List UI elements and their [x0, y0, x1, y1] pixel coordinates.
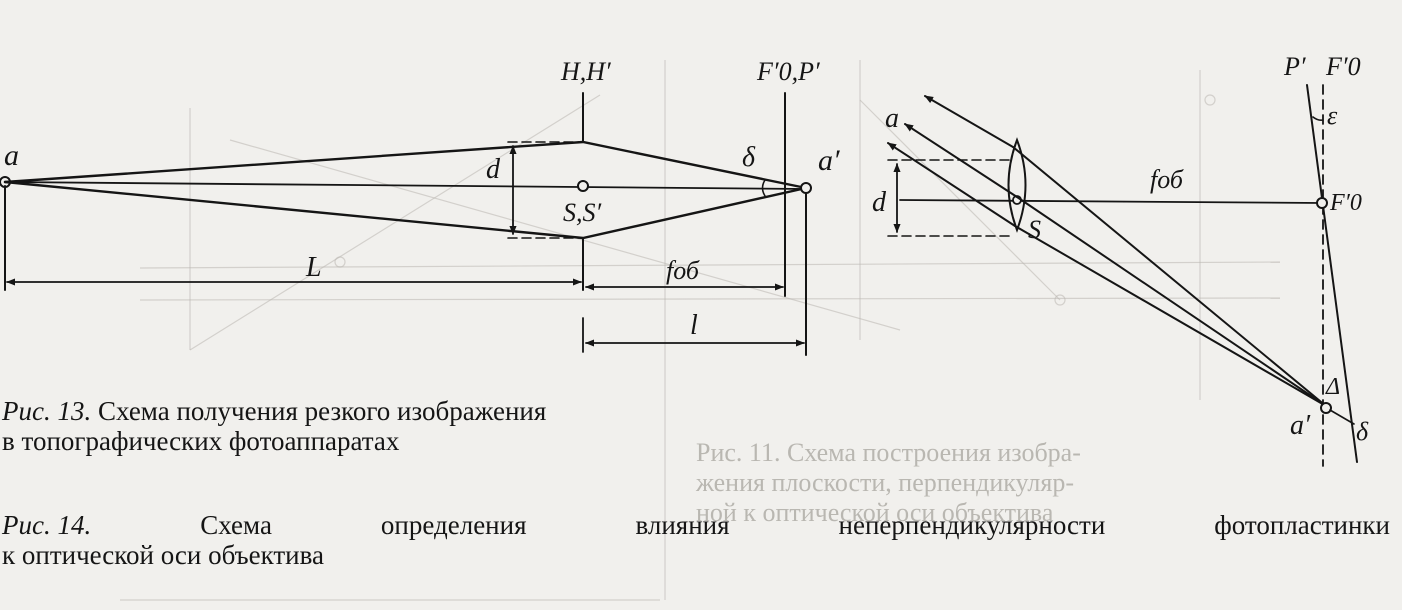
- caption-figure-14: Рис. 14. Схема определения влияния непер…: [2, 510, 1390, 570]
- figure-14: a d S fоб P′ F′0 ε F′0 Δ a′ δ: [872, 52, 1369, 467]
- label-HH: H,H′: [560, 57, 611, 86]
- optical-axis-14: [899, 199, 1323, 204]
- label-d-14: d: [872, 187, 887, 218]
- tilted-plate-P: [1306, 84, 1358, 463]
- caption-14-word: неперпендикулярности: [838, 510, 1106, 540]
- caption-figure-13: Рис. 13. Схема получения резкого изображ…: [2, 396, 546, 456]
- label-F0P: F′0,P′: [756, 57, 820, 86]
- figure-13: a H,H′ F′0,P′ d δ a′ S,S′ L fоб l: [0, 57, 840, 356]
- ray-out-1: [1012, 146, 1327, 407]
- point-SS: [577, 180, 589, 192]
- label-delta-14: δ: [1356, 417, 1369, 446]
- point-F0: [1316, 197, 1328, 209]
- caption-13-line-2: в топографических фотоаппаратах: [2, 426, 400, 456]
- caption-13-text-1: Схема получения резкого изображения: [97, 396, 547, 426]
- ray-in-1: [924, 95, 1014, 148]
- bleed-through-line-3: ной к оптической оси объектива: [696, 498, 1054, 527]
- angle-delta-arc: [761, 179, 766, 197]
- label-L: L: [305, 252, 322, 283]
- label-a-prime: a′: [818, 144, 840, 177]
- label-S: S: [1028, 215, 1041, 244]
- caption-14-word: влияния: [635, 510, 730, 540]
- label-SS: S,S′: [563, 198, 602, 227]
- bleed-through-line-2: жения плоскости, перпендикуляр-: [696, 468, 1074, 497]
- label-a-prime-14: a′: [1290, 410, 1311, 441]
- label-F0-axis: F′0: [1329, 190, 1362, 216]
- label-delta: δ: [742, 142, 756, 173]
- point-a-prime-14: [1320, 402, 1332, 414]
- caption-14-line-2: к оптической оси объектива: [2, 540, 324, 570]
- label-a-14: a: [885, 103, 899, 134]
- point-a-prime: [800, 182, 812, 194]
- caption-14-prefix: Рис. 14.: [2, 510, 92, 540]
- ray-in-3: [887, 142, 1016, 227]
- ray-out-2: [1016, 196, 1327, 407]
- ray-upper: [3, 140, 808, 190]
- label-F0-top: F′0: [1325, 52, 1361, 81]
- ray-out-3: [1014, 225, 1327, 407]
- label-d: d: [486, 154, 501, 185]
- label-Delta: Δ: [1325, 374, 1340, 400]
- delta-tick: [1329, 409, 1355, 425]
- label-epsilon: ε: [1327, 101, 1338, 130]
- caption-14-word: Схема: [200, 510, 272, 540]
- caption-14-word: определения: [380, 510, 527, 540]
- ray-lower: [3, 180, 808, 240]
- ray-in-2: [904, 123, 1018, 198]
- caption-13-prefix: Рис. 13.: [2, 396, 92, 426]
- label-a: a: [4, 139, 19, 172]
- caption-14-line-1: Рис. 14. Схема определения влияния непер…: [2, 510, 1390, 540]
- label-fob: fоб: [666, 256, 700, 285]
- label-P-prime: P′: [1283, 52, 1306, 81]
- label-l: l: [690, 310, 698, 341]
- label-fob-14: fоб: [1150, 165, 1184, 194]
- angle-epsilon-arc: [1312, 116, 1324, 121]
- caption-13-line-1: Рис. 13. Схема получения резкого изображ…: [2, 396, 546, 426]
- caption-14-word: фотопластинки: [1214, 510, 1390, 540]
- optical-axis: [4, 181, 809, 190]
- bleed-through-line-1: Рис. 11. Схема построения изобра-: [696, 438, 1081, 467]
- lens: [1007, 137, 1027, 233]
